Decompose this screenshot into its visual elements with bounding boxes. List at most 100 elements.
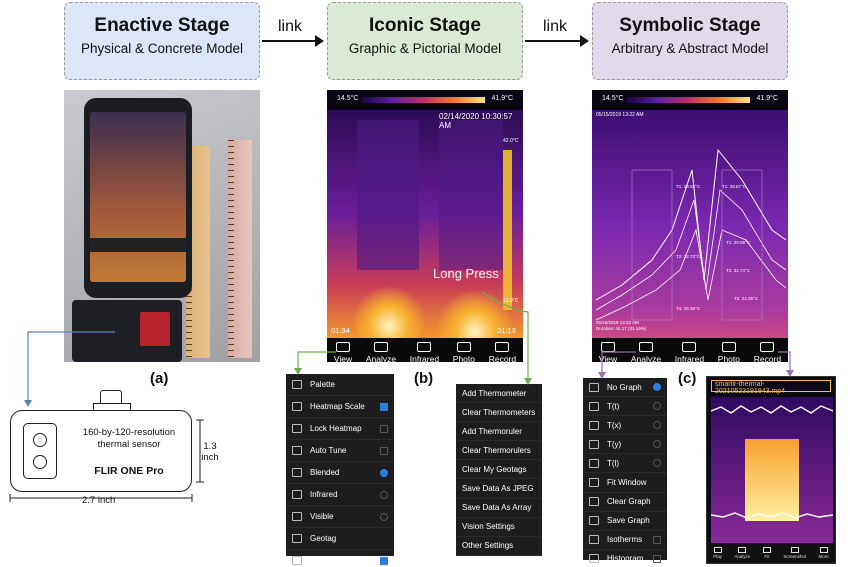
photo-button[interactable]: Photo (718, 342, 740, 362)
flir-camera (72, 300, 182, 362)
menu-item-label: Lock Heatmap (310, 424, 362, 433)
bar-top-label: 42.0°C (503, 138, 519, 144)
photo-button[interactable]: Photo (453, 342, 475, 362)
checkbox[interactable] (380, 402, 388, 411)
infrared-button[interactable]: Infrared (410, 342, 439, 362)
mobile-play-button[interactable]: Play (713, 547, 722, 559)
infrared-icon (417, 342, 432, 352)
stage-title: Enactive Stage (94, 15, 230, 36)
analyze-button[interactable]: Analyze (366, 342, 396, 362)
mobile-analyze-button[interactable]: Analyze (734, 547, 750, 559)
radio-button[interactable] (653, 421, 661, 430)
mobile-tool-label: Analyze (734, 554, 751, 559)
tool-label: View (598, 354, 618, 362)
analyze-menu-item-vision-settings[interactable]: Vision Settings (456, 518, 542, 537)
heatmap-scale: 14.5°C 41.9°C (602, 94, 778, 106)
menu-item-label: T(l) (607, 458, 619, 468)
checkbox[interactable] (653, 535, 661, 544)
view-menu-item-lock-heatmap[interactable]: Lock Heatmap (286, 418, 394, 440)
graph-menu-item-no-graph[interactable]: No Graph (583, 378, 667, 398)
scale-min: 14.5°C (602, 95, 624, 102)
analyze-menu-item-add-thermoruler[interactable]: Add Thermoruler (456, 422, 542, 442)
mobile-tool-label: Screenshot (783, 554, 807, 559)
scale-bar (626, 97, 750, 103)
analyze-menu-item-clear-thermorulers[interactable]: Clear Thermorulers (456, 441, 542, 461)
view-menu-item-palette[interactable]: Palette (286, 374, 394, 396)
mobile-screenshot-button[interactable]: Screenshot (783, 547, 806, 559)
panel-label-a: (a) (150, 370, 169, 387)
mobile-more-button[interactable]: More (819, 547, 829, 559)
menu-item-label: Add Thermometer (462, 388, 527, 398)
enactive-stage-box: Enactive Stage Physical & Concrete Model (64, 2, 260, 80)
visible-icon (292, 512, 302, 521)
graph-option-icon (589, 382, 599, 392)
graph-menu-item-save-graph[interactable]: Save Graph (583, 512, 667, 531)
checkbox[interactable] (380, 424, 388, 433)
analyze-menu-item-clear-my-geotags[interactable]: Clear My Geotags (456, 460, 542, 480)
phone-screen (90, 112, 186, 282)
globe-icon (292, 556, 302, 565)
connector-arrowhead (598, 372, 606, 379)
tool-label: Record (488, 354, 517, 362)
menu-item-label: Clear My Geotags (462, 464, 527, 474)
view-menu-item-visible[interactable]: Visible (286, 506, 394, 528)
menu-item-label: Palette (310, 380, 335, 389)
view-menu-item-heatmap-scale[interactable]: Heatmap Scale (286, 396, 394, 418)
radio-button[interactable] (653, 383, 661, 392)
view-button[interactable]: View (334, 342, 352, 362)
graph-menu-item-t-l[interactable]: T(l) (583, 454, 667, 474)
view-menu-item-blended[interactable]: Blended (286, 462, 394, 484)
checkbox[interactable] (653, 554, 661, 563)
radio-button[interactable] (653, 440, 661, 449)
analyze-menu-item-save-data-as-jpeg[interactable]: Save Data As JPEG (456, 479, 542, 499)
stage-subtitle: Arbitrary & Abstract Model (611, 41, 769, 56)
graph-menu-item-t-t[interactable]: T(t) (583, 397, 667, 417)
menu-item-label: Add Thermoruler (462, 426, 522, 436)
device-photo (64, 90, 260, 362)
checkbox[interactable] (380, 556, 388, 565)
analyze-menu-item-clear-thermometers[interactable]: Clear Thermometers (456, 403, 542, 423)
graph-menu-item-t-x[interactable]: T(x) (583, 416, 667, 436)
stage-title: Symbolic Stage (619, 15, 761, 36)
menu-item-label: Clear Thermometers (462, 407, 536, 417)
panel-label-c: (c) (678, 370, 697, 387)
graph-menu-item-t-y[interactable]: T(y) (583, 435, 667, 455)
mobile-fit-button[interactable]: Fit (762, 547, 771, 559)
view-menu-item-show-geotags[interactable]: Show Geotags (286, 550, 394, 567)
graph-menu-item-clear-graph[interactable]: Clear Graph (583, 493, 667, 512)
connector-arrowhead (294, 368, 302, 375)
height-label: 1.3 inch (201, 441, 219, 463)
graph-menu-item-isotherms[interactable]: Isotherms (583, 531, 667, 550)
analyze-menu-item-other-settings[interactable]: Other Settings (456, 537, 542, 556)
analyze-icon (373, 342, 388, 352)
analyze-menu-item-save-data-as-array[interactable]: Save Data As Array (456, 499, 542, 518)
menu-item-label: Blended (310, 468, 340, 477)
menu-item-label: Vision Settings (462, 522, 515, 532)
long-press-label: Long Press (433, 266, 499, 281)
analyze-menu-item-add-thermometer[interactable]: Add Thermometer (456, 384, 542, 404)
menu-item-label: Save Graph (607, 516, 650, 526)
stage-subtitle: Graphic & Pictorial Model (348, 41, 502, 56)
footer-line: Duration: 44.17 (31.16%) (596, 326, 647, 331)
infrared-button[interactable]: Infrared (675, 342, 704, 362)
lens-block (23, 423, 57, 479)
radio-button[interactable] (653, 402, 661, 411)
view-menu-item-infrared[interactable]: Infrared (286, 484, 394, 506)
view-menu-item-auto-tune[interactable]: Auto Tune (286, 440, 394, 462)
view-menu-item-geotag[interactable]: Geotag (286, 528, 394, 550)
radio-button[interactable] (653, 459, 661, 468)
graph-menu-item-histogram[interactable]: Histogram (583, 550, 667, 567)
menu-item-label: Clear Thermorulers (462, 445, 531, 455)
radio-button[interactable] (380, 512, 388, 521)
radio-button[interactable] (380, 468, 388, 477)
graph-menu-item-fit-window[interactable]: Fit Window (583, 473, 667, 493)
checkbox[interactable] (380, 446, 388, 455)
record-button[interactable]: Record (754, 342, 781, 362)
radio-button[interactable] (380, 490, 388, 499)
analyze-button[interactable]: Analyze (631, 342, 661, 362)
record-button[interactable]: Record (489, 342, 516, 362)
scale-bar (361, 97, 485, 103)
tune-icon (292, 446, 302, 455)
